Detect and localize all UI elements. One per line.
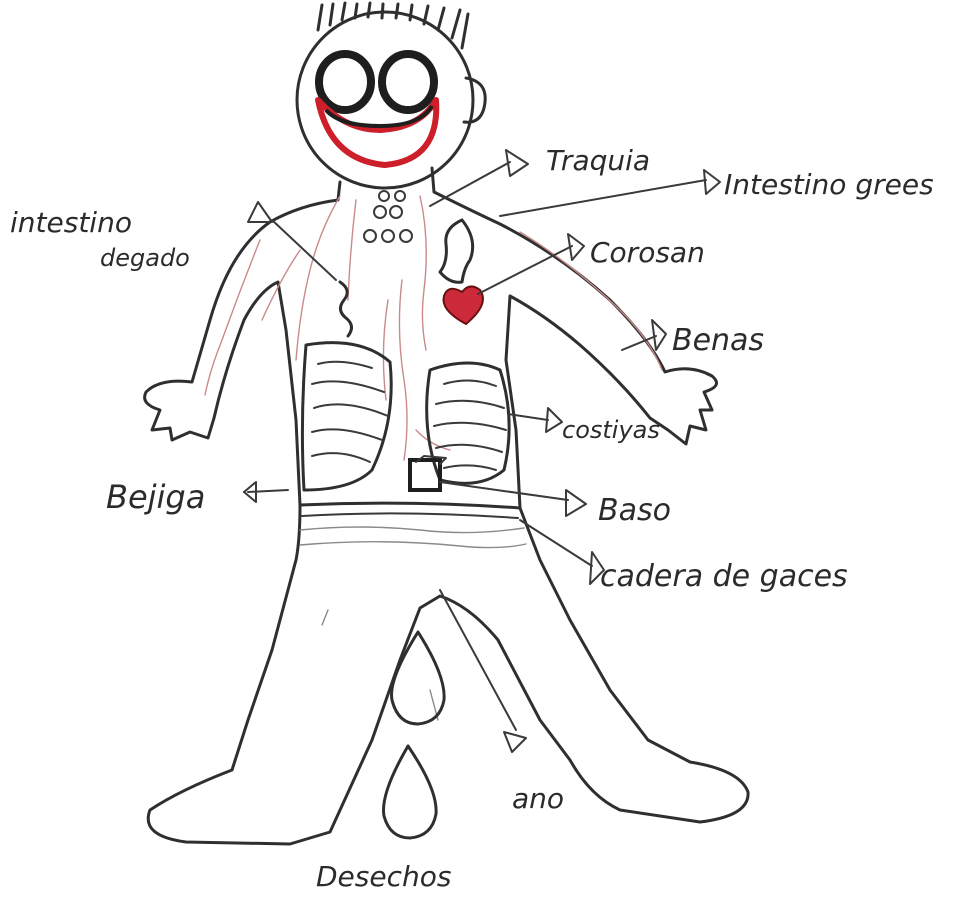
label-costillas: costiyas	[562, 416, 660, 444]
label-cadera-de-gases: cadera de gaces	[600, 559, 848, 594]
lungs-drawing	[302, 343, 509, 490]
trachea-drawing	[364, 191, 412, 242]
left-eye	[319, 54, 371, 110]
label-corazon: Corosan	[590, 236, 705, 269]
right-eye	[382, 54, 434, 110]
label-intestino-grueso: Intestino grees	[724, 168, 934, 201]
label-intestino-delgado-line2: degado	[100, 244, 190, 272]
large-intestine-drawing	[440, 220, 473, 282]
label-ano: ano	[512, 782, 564, 815]
small-intestine-drawing	[340, 282, 352, 336]
ear	[464, 78, 485, 122]
label-venas: Benas	[672, 323, 764, 358]
label-bazo: Baso	[598, 493, 671, 528]
label-intestino-delgado-line1: intestino	[10, 206, 132, 239]
hip-band	[300, 503, 520, 518]
label-desechos: Desechos	[316, 860, 451, 893]
head	[297, 12, 485, 188]
waste-drops	[384, 632, 445, 838]
spleen-drawing	[410, 456, 446, 490]
heart-drawing	[443, 286, 482, 324]
label-traquea: Traquia	[546, 144, 650, 177]
label-vejiga: Bejiga	[106, 478, 205, 516]
